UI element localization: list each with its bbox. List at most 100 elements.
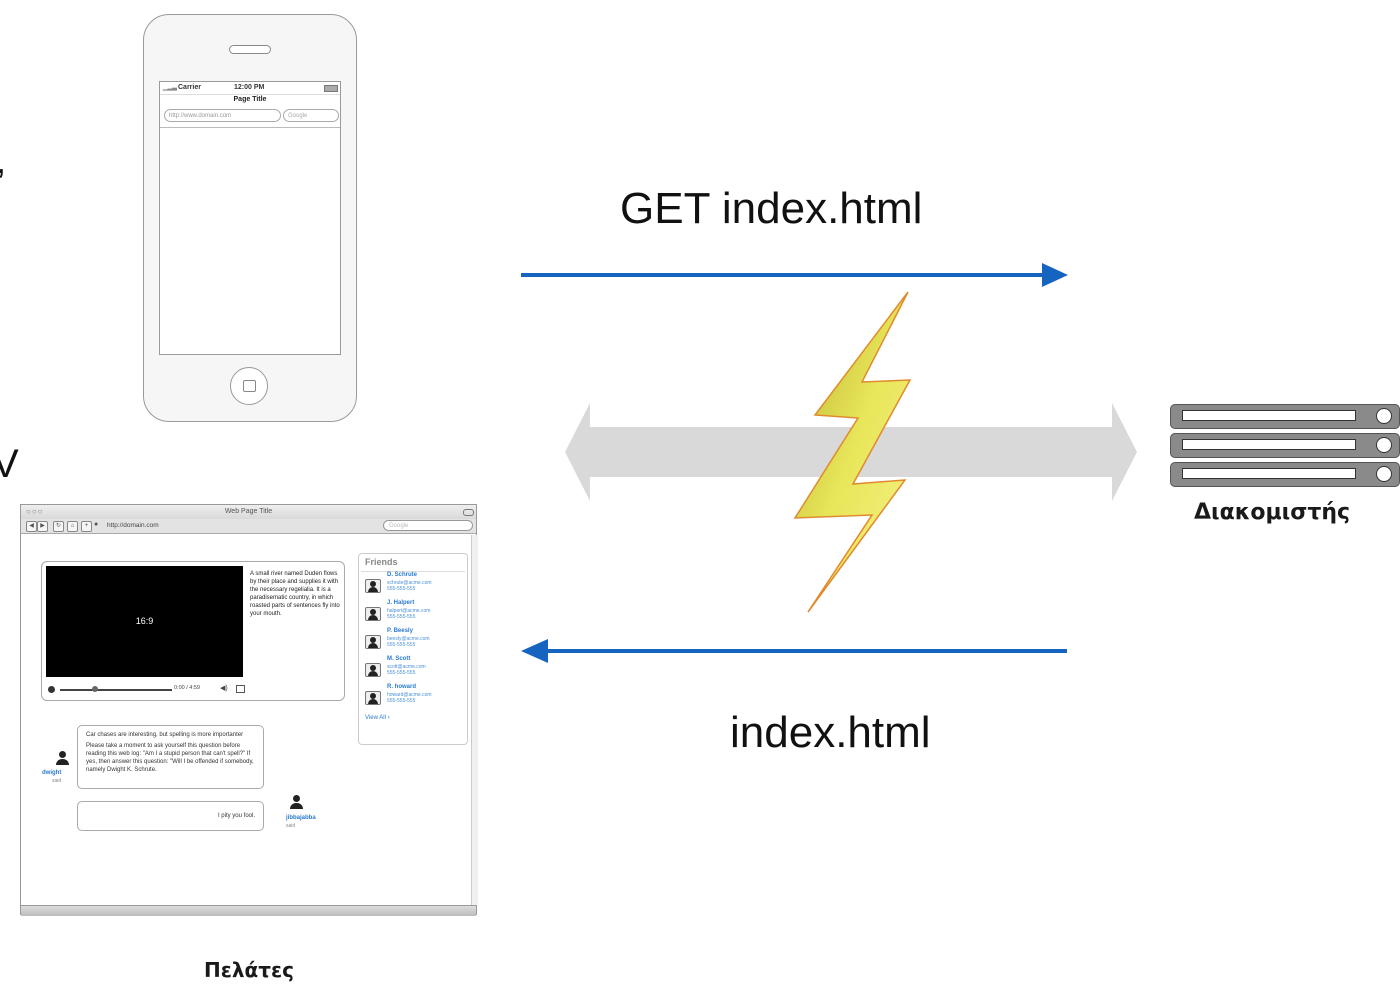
friend-name[interactable]: D. Schrute (387, 572, 418, 578)
browser-status-bar (21, 905, 476, 916)
home-square-icon (243, 380, 256, 392)
video-description: A small river named Duden flows by their… (250, 571, 340, 617)
friend-email[interactable]: beesly@acme.com (387, 636, 430, 642)
request-arrow-head (1042, 263, 1068, 287)
friend-phone: 555-555-555 (387, 586, 416, 592)
person-icon (59, 751, 66, 758)
rss-icon[interactable]: ● (94, 521, 99, 528)
time-label: 12:00 PM (234, 84, 265, 91)
browser-toolbar: ◀ ▶ ↻ ⌂ + ● http://domain.com Google (21, 519, 476, 534)
server-unit (1170, 433, 1400, 458)
edge-fragment-comma: , (0, 140, 6, 182)
reload-icon[interactable]: ↻ (53, 521, 64, 532)
reply-bubble: I pity you fool. (77, 801, 264, 831)
reply-author-avatar (289, 795, 305, 811)
friend-phone: 555-555-555 (387, 670, 416, 676)
reply-author-name[interactable]: jibbajabba (286, 815, 316, 821)
back-icon[interactable]: ◀ (26, 521, 37, 532)
comment-said-label: said (52, 778, 62, 784)
edge-fragment-v: V (0, 442, 19, 486)
volume-icon[interactable]: ◀) (220, 685, 228, 692)
reply-said-label: said (286, 823, 296, 829)
window-pill-icon (463, 509, 474, 516)
phone-divider (160, 127, 340, 128)
carrier-label: Carrier (178, 84, 201, 91)
browser-window-title: Web Page Title (224, 508, 273, 515)
progress-track[interactable] (60, 689, 172, 691)
friend-name[interactable]: J. Halpert (387, 600, 415, 606)
power-led-icon (1376, 466, 1392, 482)
avatar-icon (365, 579, 381, 593)
friend-item[interactable]: M. Scott scott@acme.com 555-555-555 (365, 656, 465, 684)
phone-speaker (229, 45, 271, 54)
friend-item[interactable]: D. Schrute schrute@acme.com 555-555-555 (365, 572, 465, 600)
friend-phone: 555-555-555 (387, 642, 416, 648)
friend-item[interactable]: R. howard howard@acme.com 555-555-555 (365, 684, 465, 712)
response-arrow-head (521, 639, 548, 663)
response-label: index.html (730, 708, 931, 757)
video-player[interactable]: 16:9 (46, 566, 243, 677)
friend-email[interactable]: halpert@acme.com (387, 608, 431, 614)
signal-icon: ▁▂▃ (163, 85, 177, 91)
friends-panel: Friends D. Schrute schrute@acme.com 555-… (358, 553, 468, 745)
forward-icon[interactable]: ▶ (37, 521, 48, 532)
browser-scrollbar[interactable] (471, 535, 478, 905)
lightning-bolt-icon (793, 291, 912, 613)
video-time: 0:00 / 4:59 (174, 685, 200, 691)
avatar-icon (365, 663, 381, 677)
avatar-icon (365, 691, 381, 705)
friend-item[interactable]: J. Halpert halpert@acme.com 555-555-555 (365, 600, 465, 628)
fullscreen-icon[interactable] (236, 685, 245, 693)
view-all-link[interactable]: View All › (365, 715, 390, 721)
avatar-icon (365, 607, 381, 621)
home-icon[interactable]: ⌂ (67, 521, 78, 532)
friend-item[interactable]: P. Beesly beesly@acme.com 555-555-555 (365, 628, 465, 656)
window-controls-icon[interactable]: ○○○ (26, 507, 44, 516)
friend-email[interactable]: schrute@acme.com (387, 580, 432, 586)
reply-text: I pity you fool. (217, 813, 255, 819)
comment-bubble: Car chases are interesting, but spelling… (77, 725, 264, 789)
avatar-icon (365, 635, 381, 649)
video-controls: 0:00 / 4:59 ◀) (46, 684, 246, 694)
browser-search-field[interactable]: Google (383, 520, 473, 531)
friend-name[interactable]: R. howard (387, 684, 417, 690)
comment-text-line1: Car chases are interesting, but spelling… (86, 732, 244, 738)
home-button[interactable] (230, 367, 268, 405)
battery-icon (324, 85, 338, 92)
friend-name[interactable]: P. Beesly (387, 628, 413, 634)
drive-slot (1182, 410, 1356, 421)
power-led-icon (1376, 437, 1392, 453)
browser-url-field[interactable]: http://domain.com (107, 522, 159, 529)
phone-search-field[interactable]: Google (283, 109, 339, 122)
server-label: Διακομιστής (1194, 500, 1351, 525)
phone-page-title: Page Title (233, 96, 267, 103)
play-icon[interactable] (48, 686, 55, 693)
friend-phone: 555-555-555 (387, 698, 416, 704)
friend-name[interactable]: M. Scott (387, 656, 411, 662)
comment-author-name[interactable]: dwight (42, 770, 62, 776)
server-icon (1170, 404, 1400, 488)
progress-knob[interactable] (92, 686, 98, 692)
server-unit (1170, 404, 1400, 429)
phone-url-field[interactable]: http://www.domain.com (164, 109, 281, 122)
power-led-icon (1376, 408, 1392, 424)
browser-client: ○○○ Web Page Title ◀ ▶ ↻ ⌂ + ● http://do… (20, 504, 478, 916)
friends-title: Friends (365, 557, 398, 567)
request-label: GET index.html (620, 184, 923, 233)
phone-status-bar: ▁▂▃ Carrier 12:00 PM (160, 82, 340, 95)
add-icon[interactable]: + (81, 521, 92, 532)
comment-text-line2: Please take a moment to ask yourself thi… (86, 743, 254, 773)
comment-author-avatar (55, 751, 71, 767)
friend-phone: 555-555-555 (387, 614, 416, 620)
friend-email[interactable]: howard@acme.com (387, 692, 432, 698)
video-panel: 16:9 A small river named Duden flows by … (41, 561, 345, 701)
phone-screen: ▁▂▃ Carrier 12:00 PM Page Title http://w… (159, 81, 341, 355)
friends-divider (361, 571, 465, 572)
drive-slot (1182, 468, 1356, 479)
friend-email[interactable]: scott@acme.com (387, 664, 426, 670)
server-unit (1170, 462, 1400, 487)
drive-slot (1182, 439, 1356, 450)
person-icon (293, 795, 300, 802)
phone-client: ▁▂▃ Carrier 12:00 PM Page Title http://w… (143, 14, 357, 422)
